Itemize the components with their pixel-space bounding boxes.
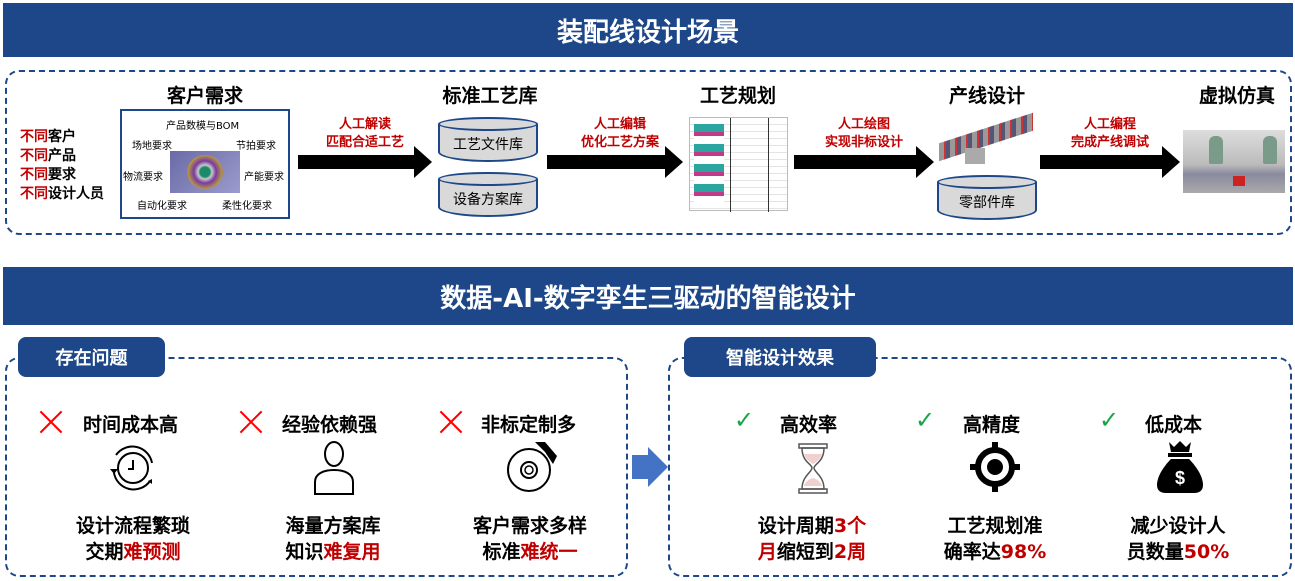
stage-title: 工艺规划 bbox=[699, 85, 777, 107]
problem-description: 设计流程繁琐交期难预测 bbox=[75, 515, 191, 563]
hourglass-icon bbox=[798, 443, 828, 494]
target-icon bbox=[970, 442, 1020, 492]
effects-panel bbox=[668, 357, 1292, 577]
production-line-image bbox=[935, 112, 1037, 168]
problem-title: 时间成本高 bbox=[83, 414, 179, 436]
problem-description: 客户需求多样标准难统一 bbox=[472, 515, 588, 563]
variation-item: 不同客户 bbox=[20, 129, 76, 145]
flow-arrow bbox=[1040, 146, 1180, 178]
req-label: 场地要求 bbox=[132, 141, 172, 152]
effect-description: 工艺规划准确率达98% bbox=[943, 515, 1047, 563]
svg-text:$: $ bbox=[1175, 468, 1185, 488]
process-library-db: 工艺文件库 bbox=[438, 117, 538, 165]
variation-item: 不同要求 bbox=[20, 167, 76, 183]
problem-title: 经验依赖强 bbox=[282, 414, 378, 436]
effect-title: 高精度 bbox=[963, 414, 1021, 436]
stage-title: 虚拟仿真 bbox=[1198, 85, 1276, 107]
person-icon bbox=[314, 441, 354, 495]
req-label: 自动化要求 bbox=[137, 201, 187, 212]
cross-icon bbox=[39, 410, 63, 434]
check-icon: ✓ bbox=[915, 406, 936, 434]
workflow-panel bbox=[5, 70, 1292, 235]
problems-panel bbox=[5, 357, 628, 577]
effect-description: 减少设计人员数量50% bbox=[1126, 515, 1230, 563]
scene-banner: 装配线设计场景 bbox=[3, 3, 1293, 57]
req-label: 产品数模与BOM bbox=[166, 121, 240, 132]
req-label: 产能要求 bbox=[244, 172, 284, 183]
flow-arrow bbox=[547, 146, 683, 178]
variation-list: 不同客户 不同产品 不同要求 不同设计人员 bbox=[20, 128, 104, 204]
effect-title: 高效率 bbox=[780, 414, 838, 436]
brake-disc-icon bbox=[507, 442, 557, 492]
check-icon: ✓ bbox=[1099, 406, 1120, 434]
arrow-label: 人工编程完成产线调试 bbox=[1070, 117, 1150, 150]
equipment-library-db: 设备方案库 bbox=[438, 172, 538, 220]
product-model-image bbox=[170, 151, 240, 193]
transition-arrow-icon bbox=[632, 447, 668, 487]
stage-title: 标准工艺库 bbox=[442, 85, 538, 107]
problem-title: 非标定制多 bbox=[481, 414, 577, 436]
flow-arrow bbox=[298, 146, 432, 178]
req-label: 节拍要求 bbox=[236, 141, 276, 152]
problems-tag: 存在问题 bbox=[18, 337, 165, 377]
intelligent-design-banner: 数据-AI-数字孪生三驱动的智能设计 bbox=[3, 267, 1293, 325]
arrow-label: 人工编辑优化工艺方案 bbox=[580, 117, 660, 150]
check-icon: ✓ bbox=[734, 406, 755, 434]
arrow-label: 人工绘图实现非标设计 bbox=[824, 117, 904, 150]
effects-tag: 智能设计效果 bbox=[684, 337, 876, 377]
cross-icon bbox=[239, 410, 263, 434]
virtual-simulation-image bbox=[1183, 130, 1285, 193]
stage-title: 产线设计 bbox=[948, 85, 1026, 107]
effect-description: 设计周期3个月缩短到2周 bbox=[757, 515, 867, 563]
clock-cycle-icon bbox=[110, 445, 153, 491]
cross-icon bbox=[439, 410, 463, 434]
variation-item: 不同产品 bbox=[20, 148, 76, 164]
stage-title: 客户需求 bbox=[166, 85, 244, 107]
flow-arrow bbox=[794, 146, 934, 178]
parts-library-db: 零部件库 bbox=[937, 175, 1037, 223]
req-label: 物流要求 bbox=[123, 172, 163, 183]
process-plan-sheet-image bbox=[689, 117, 788, 212]
variation-item: 不同设计人员 bbox=[20, 186, 104, 202]
arrow-label: 人工解读匹配合适工艺 bbox=[325, 117, 405, 150]
money-bag-icon: $ bbox=[1157, 441, 1203, 493]
req-label: 柔性化要求 bbox=[222, 201, 272, 212]
problem-description: 海量方案库知识难复用 bbox=[285, 515, 381, 563]
requirements-box: 产品数模与BOM 场地要求 节拍要求 物流要求 产能要求 自动化要求 柔性化要求 bbox=[120, 109, 290, 219]
effect-title: 低成本 bbox=[1145, 414, 1203, 436]
